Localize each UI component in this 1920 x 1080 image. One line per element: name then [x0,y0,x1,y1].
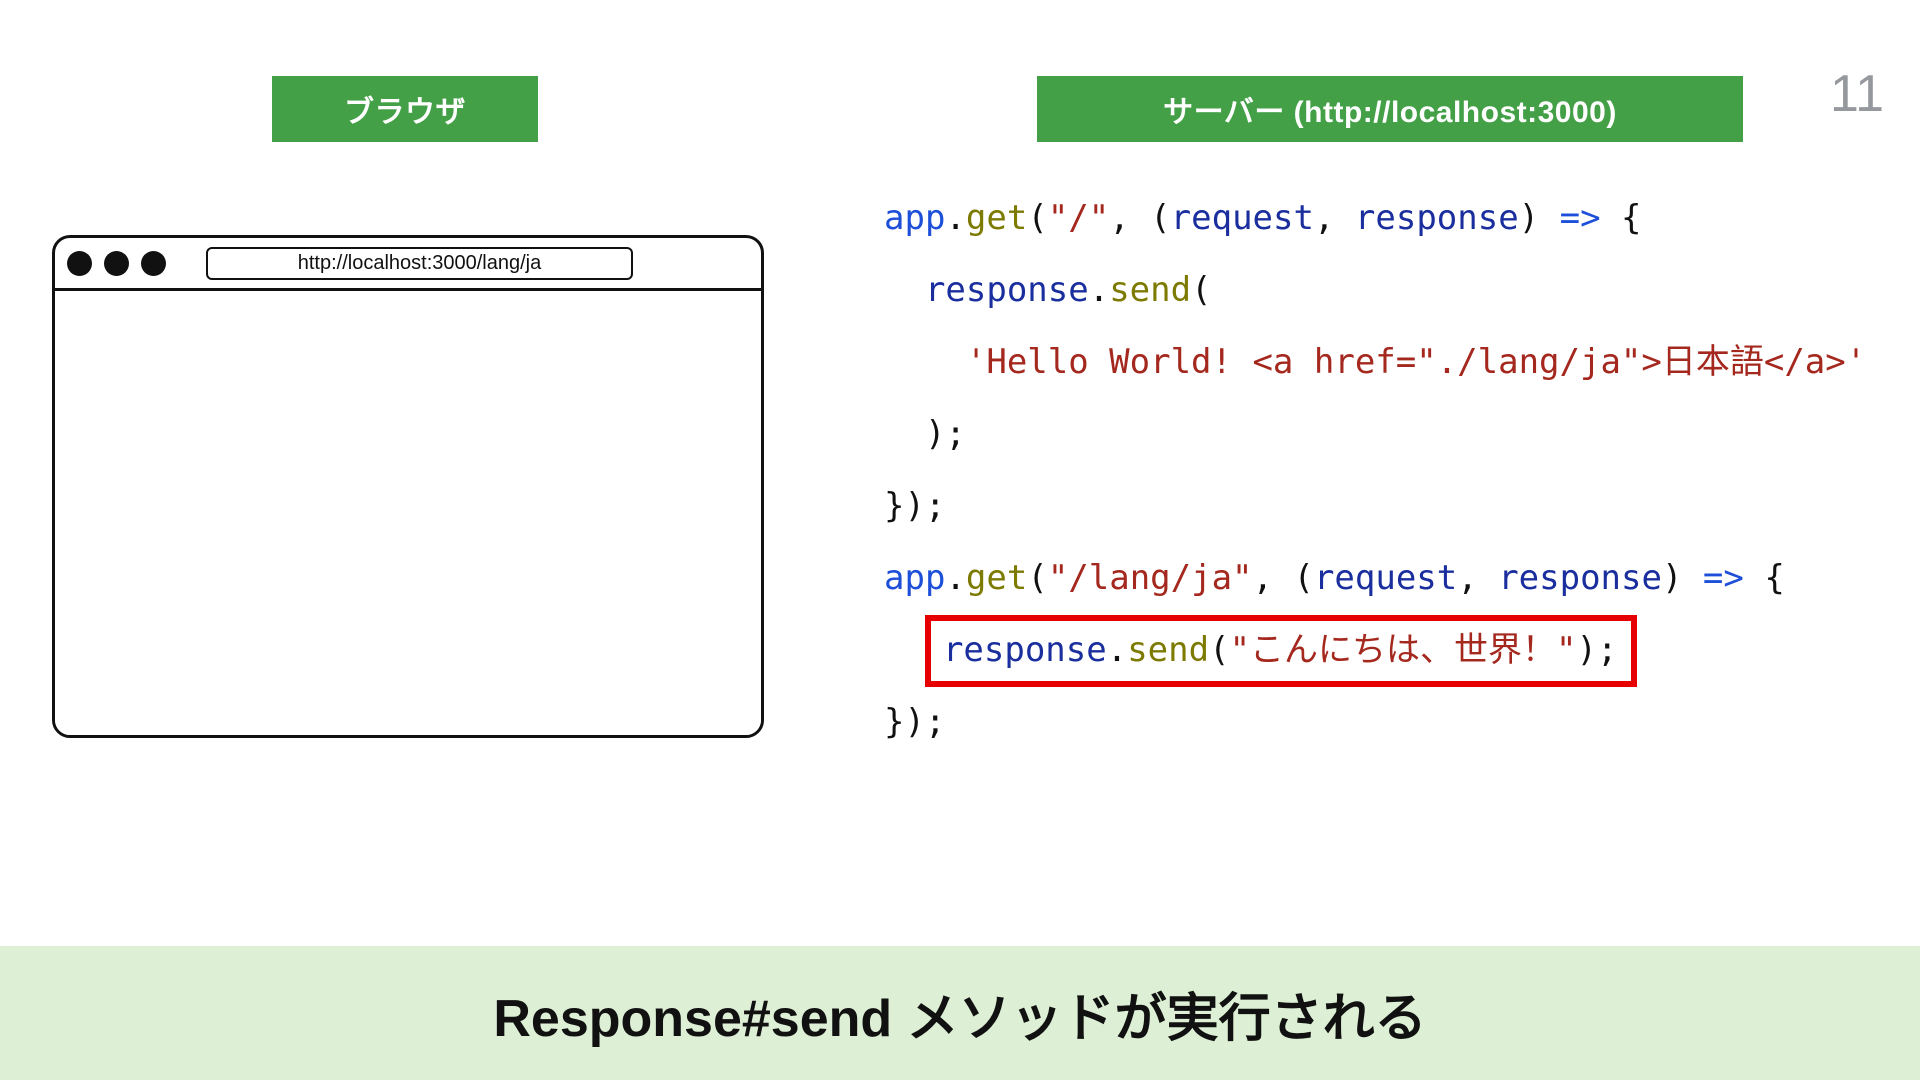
code-token: get [965,198,1028,238]
code-token: ) [1518,198,1560,238]
code-token: response [1354,198,1519,238]
code-line: app.get("/", (request, response) => { [884,182,1866,254]
url-bar: http://localhost:3000/lang/ja [206,246,633,280]
code-token: response [924,270,1089,310]
code-token [884,342,966,382]
code-token: => [1702,558,1744,598]
browser-window-mockup: http://localhost:3000/lang/ja [52,235,764,738]
code-token: ); [1576,630,1618,670]
code-token: { [1743,558,1785,598]
code-token: . [1088,270,1110,310]
code-line: response.send( [884,254,1866,326]
code-token: send [1127,630,1210,670]
browser-toolbar: http://localhost:3000/lang/ja [55,238,761,291]
code-token: response [1498,558,1662,598]
window-dot-icon [67,250,92,276]
code-token: => [1559,198,1601,238]
code-token: , [1313,198,1355,238]
code-line: }); [884,470,1866,542]
code-block: app.get("/", (request, response) => { re… [884,182,1866,758]
code-token: }); [884,486,946,526]
code-token: "こんにちは、世界！" [1229,630,1577,670]
code-token [884,270,925,310]
code-token: ( [1209,630,1230,670]
url-text: http://localhost:3000/lang/ja [297,251,542,274]
code-token: . [945,198,966,238]
code-token: . [1106,630,1128,670]
code-token: request [1313,558,1458,598]
code-token: }); [884,702,946,742]
code-token: get [965,558,1028,598]
browser-label: ブラウザ [272,76,538,142]
code-token: ); [884,414,966,454]
code-line: response.send("こんにちは、世界！"); [884,614,1866,687]
code-token: app [884,558,946,598]
code-token: , ( [1109,198,1171,238]
code-token: "/" [1047,198,1110,238]
code-token: response [942,630,1107,670]
code-token: ( [1191,270,1212,310]
code-line: 'Hello World! <a href="./lang/ja">日本語</a… [884,326,1866,398]
code-token: 'Hello World! <a href="./lang/ja">日本語</a… [965,342,1867,382]
code-token: ( [1027,198,1048,238]
code-line: }); [884,686,1866,758]
window-dot-icon [141,250,166,276]
code-token: app [884,198,946,238]
code-token: send [1109,270,1192,310]
code-token: , [1457,558,1499,598]
highlight-box: response.send("こんにちは、世界！"); [924,615,1638,687]
server-label: サーバー (http://localhost:3000) [1037,76,1743,142]
code-token: "/lang/ja" [1047,558,1253,598]
window-dot-icon [104,250,129,276]
code-token: { [1600,198,1642,238]
caption-text: Response#send メソッドが実行される [493,989,1427,1048]
page-number: 11 [1830,65,1884,123]
code-token: . [945,558,966,598]
code-token: request [1170,198,1314,238]
code-line: app.get("/lang/ja", (request, response) … [884,542,1866,614]
caption-banner: Response#send メソッドが実行される [0,946,1920,1080]
code-token: ) [1661,558,1703,598]
browser-content [55,291,761,735]
code-line: ); [884,398,1866,470]
code-token: , ( [1252,558,1314,598]
code-token: ( [1027,558,1048,598]
